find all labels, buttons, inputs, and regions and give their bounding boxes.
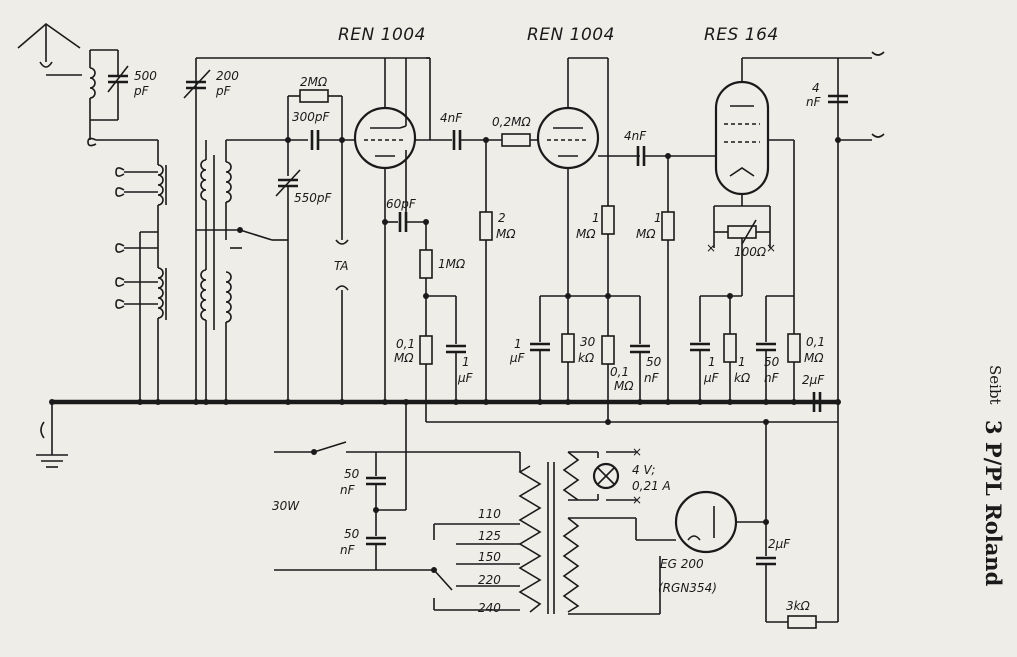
- r-100-label: 100Ω: [734, 245, 767, 259]
- tap-150: 150: [478, 550, 501, 564]
- c-50nf-m2-unit: nF: [340, 543, 356, 557]
- c-500pf-value: 500: [134, 69, 157, 83]
- ta-label: TA: [334, 259, 348, 273]
- r-1m-b-value: 1: [592, 211, 600, 225]
- tap-220: 220: [478, 573, 501, 587]
- c-4nf-b-label: 4nF: [624, 129, 647, 143]
- c-1uf-a-value: 1: [462, 355, 470, 369]
- r-3k-label: 3kΩ: [786, 599, 811, 613]
- coil-l6: [225, 271, 232, 323]
- c-50nf-m1-value: 50: [344, 467, 360, 481]
- c-1uf-c-unit: μF: [703, 371, 720, 385]
- tap-240: 240: [478, 601, 501, 615]
- band-switch: [239, 229, 273, 241]
- power-label: 30W: [272, 499, 300, 513]
- coil-l5: [225, 161, 232, 203]
- r-30k-value: 30: [580, 335, 596, 349]
- r-1m-b-unit: MΩ: [576, 227, 596, 241]
- c-1uf-b-value: 1: [514, 337, 522, 351]
- lamp-voltage: 4 V;: [632, 463, 655, 477]
- c-50nf-a-value: 50: [646, 355, 662, 369]
- rectifier-label: EG 200: [660, 557, 704, 571]
- c-2uf-a-label: 2μF: [802, 373, 825, 387]
- side-title: 3 P/PL Roland: [981, 420, 1006, 587]
- tube1-label: REN 1004: [338, 25, 426, 45]
- mains-switch: [313, 441, 347, 453]
- r-1m-a-label: 1MΩ: [438, 257, 466, 271]
- c-4nf-out-unit: nF: [806, 95, 822, 109]
- tap-110: 110: [478, 507, 501, 521]
- svg-text:×: ×: [766, 241, 776, 255]
- c-1uf-c-value: 1: [708, 355, 716, 369]
- coil-l1: [157, 164, 164, 206]
- c-60pf-label: 60pF: [386, 197, 417, 211]
- tube3-label: RES 164: [704, 25, 779, 45]
- c-50nf-b-value: 50: [764, 355, 780, 369]
- tube3-res164: [714, 80, 770, 196]
- coil-l2: [157, 267, 164, 319]
- r-01m-a-unit: MΩ: [394, 351, 414, 365]
- r-01m-a-value: 0,1: [396, 337, 415, 351]
- c-300pf-label: 300pF: [292, 110, 331, 124]
- c-550pf-label: 550pF: [294, 191, 333, 205]
- rectifier-alt-label: (RGN354): [658, 581, 717, 595]
- coil-l4: [200, 269, 207, 321]
- voltage-selector[interactable]: [433, 569, 453, 591]
- tube2-ren1004: [536, 106, 600, 170]
- c-2uf-b-label: 2μF: [768, 537, 791, 551]
- r-2m-label: 2MΩ: [300, 75, 328, 89]
- side-prefix: Seibt: [986, 365, 1004, 405]
- c-1uf-a-unit: μF: [457, 371, 474, 385]
- svg-text:×: ×: [706, 241, 716, 255]
- r-1k-value: 1: [738, 355, 746, 369]
- antenna-coil: [89, 67, 96, 99]
- r-01m-c-unit: MΩ: [804, 351, 824, 365]
- c-50nf-m1-unit: nF: [340, 483, 356, 497]
- power-transformer: [518, 451, 580, 614]
- earth-ground-symbol: [36, 440, 68, 468]
- r-1m-c-unit: MΩ: [636, 227, 656, 241]
- input-jacks: [115, 167, 125, 309]
- c-50nf-m2-value: 50: [344, 527, 360, 541]
- r-1k-unit: kΩ: [734, 371, 751, 385]
- c-4nf-out-value: 4: [812, 81, 820, 95]
- svg-text:×: ×: [632, 493, 642, 507]
- c-200pf-value: 200: [216, 69, 239, 83]
- tap-125: 125: [478, 529, 501, 543]
- rectifier-tube: [674, 490, 738, 554]
- ground-junctions: [137, 399, 841, 425]
- svg-text:×: ×: [632, 445, 642, 459]
- r-01m-c-value: 0,1: [806, 335, 825, 349]
- jack-antenna: [87, 137, 97, 147]
- c-500pf-unit: pF: [133, 84, 150, 98]
- c-50nf-b-unit: nF: [764, 371, 780, 385]
- c-50nf-a-unit: nF: [644, 371, 660, 385]
- c-1uf-b-unit: μF: [509, 351, 526, 365]
- r-30k-unit: kΩ: [578, 351, 595, 365]
- r-2m-grid-unit: MΩ: [496, 227, 516, 241]
- antenna-symbol: [17, 22, 81, 68]
- c-200pf-unit: pF: [215, 84, 232, 98]
- r-2m-grid-value: 2: [498, 211, 506, 225]
- lamp-current: 0,21 A: [632, 479, 671, 493]
- r-01m-b-value: 0,1: [610, 365, 629, 379]
- tube2-label: REN 1004: [527, 25, 615, 45]
- r-02m-label: 0,2MΩ: [492, 115, 531, 129]
- coil-l3: [200, 159, 207, 201]
- r-01m-b-unit: MΩ: [614, 379, 634, 393]
- pilot-lamp: [592, 462, 620, 490]
- r-1m-c-value: 1: [654, 211, 662, 225]
- c-4nf-a-label: 4nF: [440, 111, 463, 125]
